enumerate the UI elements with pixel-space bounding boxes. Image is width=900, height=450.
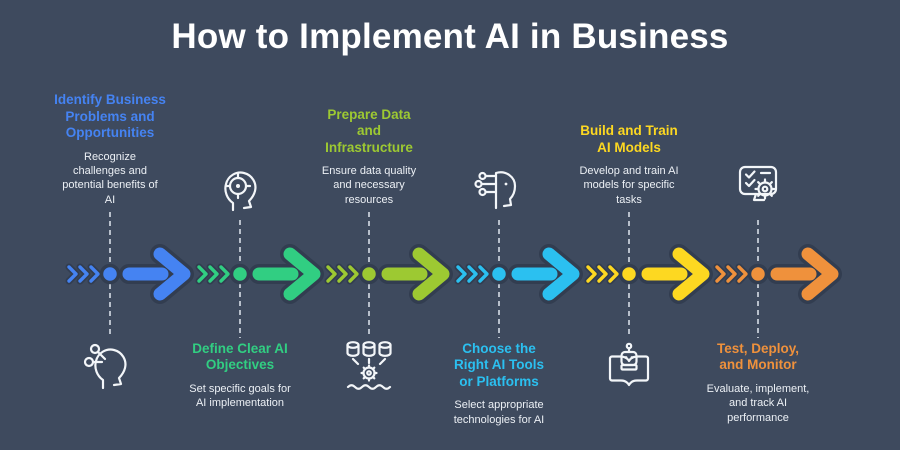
step-2-node-dot [229, 263, 251, 285]
step-3-description: Ensure data quality and necessary resour… [321, 165, 417, 206]
step-4-description: Select appropriate technologies for AI [453, 399, 545, 426]
step-2-title: Define Clear AI Objectives [192, 341, 288, 373]
step-2-description: Set specific goals for AI implementation [189, 382, 291, 410]
step-column-6: Test, Deploy, and Monitor Evaluate, impl… [693, 0, 842, 450]
page-title: How to Implement AI in Business [171, 17, 729, 56]
step-2-arrow-icon [249, 244, 324, 304]
step-2-text: Define Clear AI Objectives Set specific … [184, 341, 296, 411]
monitor-check-gear-icon [730, 158, 786, 214]
step-5-title: Build and Train AI Models [580, 123, 678, 155]
step-5-arrow-icon [638, 244, 713, 304]
step-column-5: Build and Train AI Models Develop and tr… [564, 0, 713, 450]
step-6-text: Test, Deploy, and Monitor Evaluate, impl… [702, 341, 814, 425]
step-4-node-dot [488, 263, 510, 285]
step-3-text: Prepare Data and Infrastructure Ensure d… [313, 107, 425, 207]
step-4-text: Choose the Right AI Tools or Platforms S… [443, 341, 555, 427]
step-1-chevrons-icon [65, 263, 102, 285]
step-4-arrow-icon [508, 244, 583, 304]
step-3-node-dot [358, 263, 380, 285]
step-column-3: Prepare Data and Infrastructure Ensure d… [304, 0, 453, 450]
step-1-arrow-icon [119, 244, 194, 304]
step-1-title: Identify Business Problems and Opportuni… [54, 92, 166, 141]
step-2-chevrons-icon [195, 263, 232, 285]
step-3-chevrons-icon [324, 263, 361, 285]
step-5-text: Build and Train AI Models Develop and tr… [573, 123, 685, 207]
head-target-icon [212, 158, 268, 214]
step-5-node-dot [618, 263, 640, 285]
step-column-1: Identify Business Problems and Opportuni… [45, 0, 194, 450]
step-5-description: Develop and train AI models for specific… [579, 165, 679, 206]
step-6-arrow-icon [767, 244, 842, 304]
step-3-title: Prepare Data and Infrastructure [325, 106, 413, 155]
step-3-arrow-icon [378, 244, 453, 304]
step-1-text: Identify Business Problems and Opportuni… [54, 92, 166, 207]
step-1-description: Recognize challenges and potential benef… [62, 150, 158, 206]
step-6-node-dot [747, 263, 769, 285]
head-network-icon [82, 336, 138, 392]
step-6-chevrons-icon [713, 263, 750, 285]
step-column-2: Define Clear AI Objectives Set specific … [175, 0, 324, 450]
database-gear-icon [341, 336, 397, 392]
step-5-chevrons-icon [584, 263, 621, 285]
step-4-title: Choose the Right AI Tools or Platforms [454, 341, 544, 389]
step-4-chevrons-icon [454, 263, 491, 285]
step-column-4: Choose the Right AI Tools or Platforms S… [434, 0, 583, 450]
robot-book-icon [601, 336, 657, 392]
step-6-title: Test, Deploy, and Monitor [716, 341, 799, 373]
ai-head-circuit-icon [471, 158, 527, 214]
step-6-description: Evaluate, implement, and track AI perfor… [706, 382, 810, 424]
step-1-node-dot [99, 263, 121, 285]
